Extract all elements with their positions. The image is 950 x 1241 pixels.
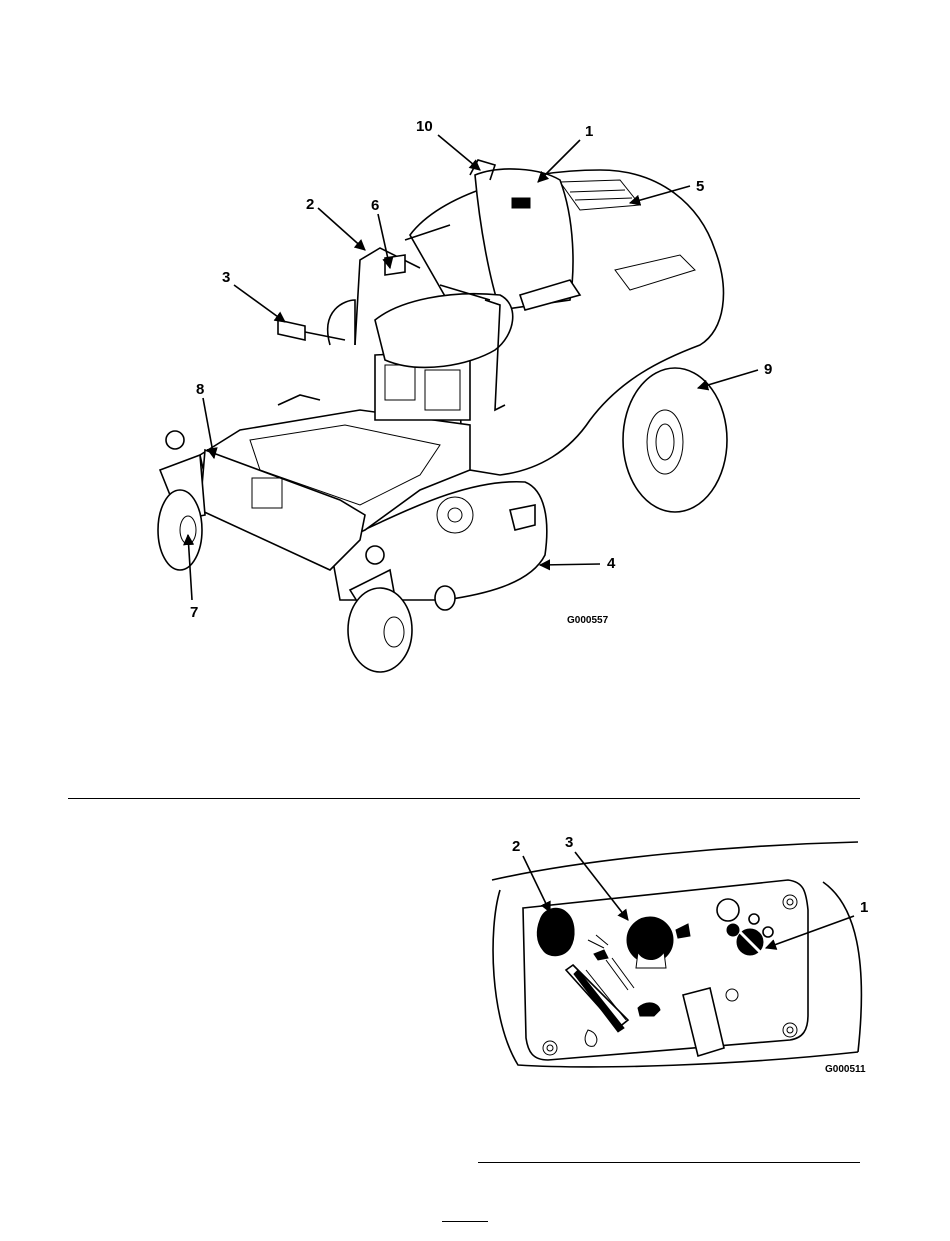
control-panel-figure: 2 3 1 G000511 <box>478 820 878 1090</box>
callout-10: 10 <box>416 118 433 135</box>
panel-callout-2: 2 <box>512 838 520 855</box>
callout-6: 6 <box>371 197 379 214</box>
mower-overview-figure: 10 1 5 2 6 3 9 8 4 7 G000557 <box>0 0 950 700</box>
callout-9: 9 <box>764 361 772 378</box>
leader-9 <box>698 370 758 388</box>
callout-8: 8 <box>196 381 204 398</box>
footer-rule <box>442 1221 488 1222</box>
leader-4 <box>540 564 600 565</box>
control-panel-illustration: 2 3 1 G000511 <box>478 820 878 1090</box>
leader-6 <box>378 214 390 268</box>
callout-1: 1 <box>585 123 593 140</box>
callout-3: 3 <box>222 269 230 286</box>
panel-leader-2 <box>523 856 550 912</box>
leader-10 <box>438 135 480 170</box>
callout-4: 4 <box>607 555 616 572</box>
callout-7: 7 <box>190 604 198 621</box>
figure-code: G000557 <box>567 615 609 626</box>
mower-illustration: 10 1 5 2 6 3 9 8 4 7 G000557 <box>0 0 950 700</box>
leader-3 <box>234 285 285 322</box>
panel-callout-3: 3 <box>565 834 573 851</box>
figure-bottom-rule <box>478 1162 860 1163</box>
callout-5: 5 <box>696 178 704 195</box>
callout-2: 2 <box>306 196 314 213</box>
panel-figure-code: G000511 <box>825 1064 866 1075</box>
section-divider <box>68 798 860 799</box>
panel-callout-1: 1 <box>860 899 868 916</box>
leader-2 <box>318 208 365 250</box>
